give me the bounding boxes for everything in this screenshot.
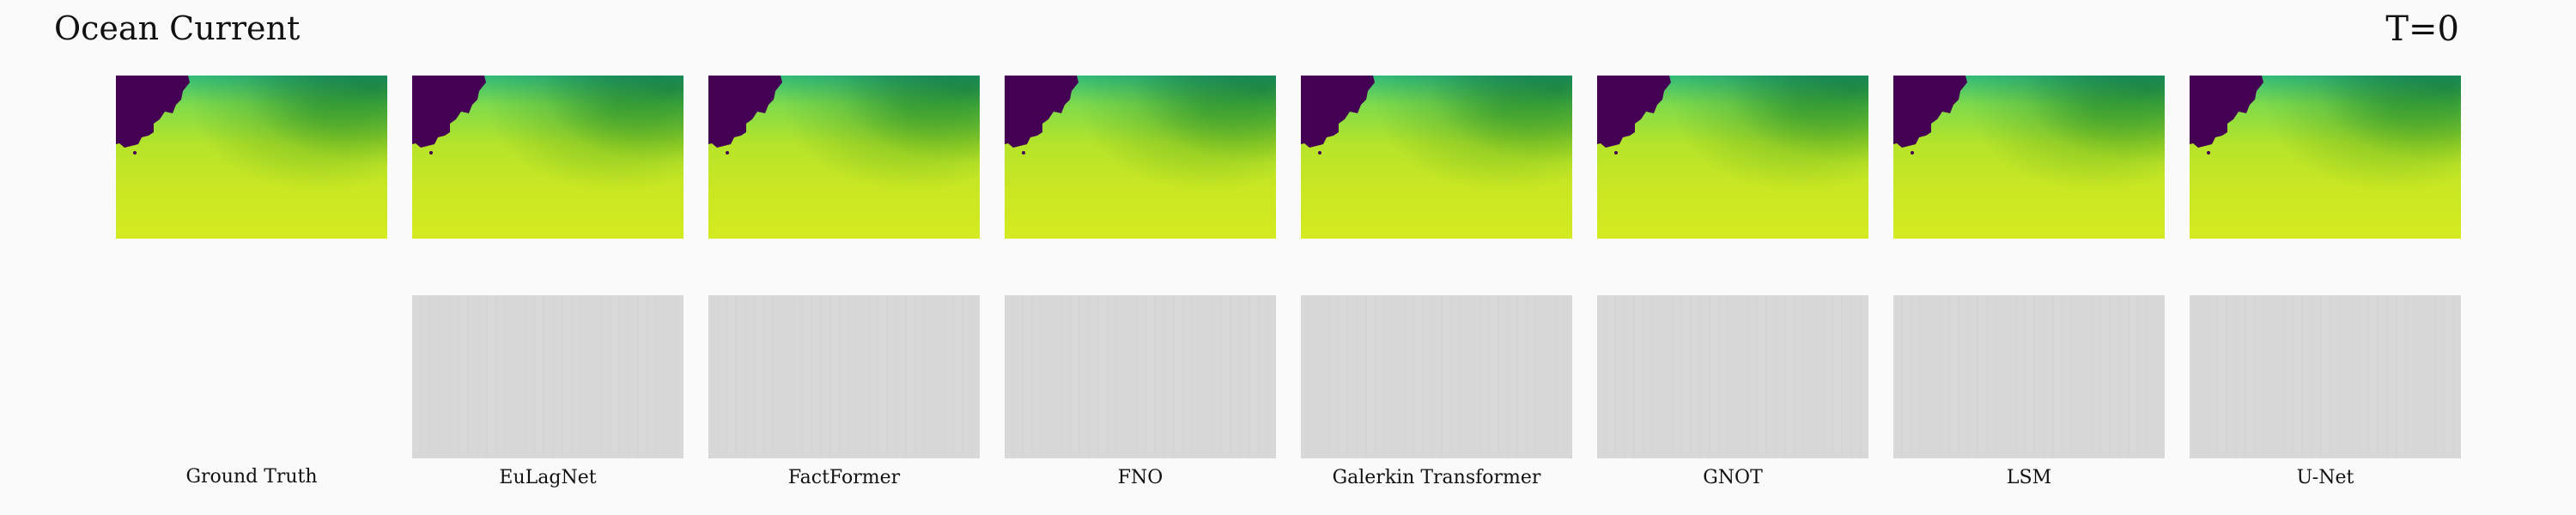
label-u-net: U-Net bbox=[2296, 467, 2354, 488]
prediction-panel-fno bbox=[1005, 295, 1276, 458]
prediction-panel-gnot bbox=[1597, 295, 1868, 458]
ocean-field-galerkin-transformer bbox=[1301, 76, 1375, 154]
label-gnot: GNOT bbox=[1703, 467, 1763, 488]
ocean-field-u-net bbox=[2190, 76, 2263, 154]
time-label: T=0 bbox=[2385, 9, 2459, 49]
prediction-panel-factformer bbox=[708, 295, 980, 458]
ocean-field-fno bbox=[1005, 76, 1078, 154]
ocean-field-eulagnet bbox=[412, 76, 486, 154]
coastline-detail bbox=[1057, 78, 1070, 97]
island-dot bbox=[1911, 151, 1914, 154]
map-lsm bbox=[1893, 76, 2165, 239]
map-ground-truth bbox=[116, 76, 387, 239]
prediction-panel-eulagnet bbox=[412, 295, 683, 458]
ocean-field-factformer bbox=[708, 76, 782, 154]
island-dot bbox=[726, 151, 729, 154]
label-lsm: LSM bbox=[2006, 467, 2052, 488]
coastline-detail bbox=[1946, 78, 1959, 97]
map-eulagnet bbox=[412, 76, 683, 239]
map-factformer bbox=[708, 76, 980, 239]
island-dot bbox=[133, 151, 137, 154]
coastline-detail bbox=[1649, 78, 1662, 97]
ocean-field-ground-truth bbox=[116, 76, 190, 154]
label-galerkin-transformer: Galerkin Transformer bbox=[1332, 467, 1541, 488]
prediction-panel-u-net bbox=[2190, 295, 2461, 458]
label-fno: FNO bbox=[1117, 467, 1163, 488]
coastline-detail bbox=[761, 78, 774, 97]
island-dot bbox=[2207, 151, 2210, 154]
label-ground-truth: Ground Truth bbox=[185, 466, 318, 488]
label-eulagnet: EuLagNet bbox=[499, 467, 597, 488]
map-galerkin-transformer bbox=[1301, 76, 1572, 239]
coastline-detail bbox=[1353, 78, 1366, 97]
ocean-field-lsm bbox=[1893, 76, 1967, 154]
map-fno bbox=[1005, 76, 1276, 239]
map-u-net bbox=[2190, 76, 2461, 239]
coastline-detail bbox=[2242, 78, 2255, 97]
island-dot bbox=[1022, 151, 1025, 154]
ocean-field-gnot bbox=[1597, 76, 1671, 154]
page-title: Ocean Current bbox=[54, 9, 301, 47]
island-dot bbox=[429, 151, 433, 154]
map-gnot bbox=[1597, 76, 1868, 239]
prediction-panel-galerkin-transformer bbox=[1301, 295, 1572, 458]
coastline-detail bbox=[168, 78, 181, 97]
prediction-panel-lsm bbox=[1893, 295, 2165, 458]
island-dot bbox=[1614, 151, 1618, 154]
island-dot bbox=[1318, 151, 1321, 154]
label-factformer: FactFormer bbox=[787, 467, 901, 488]
coastline-detail bbox=[465, 78, 477, 97]
